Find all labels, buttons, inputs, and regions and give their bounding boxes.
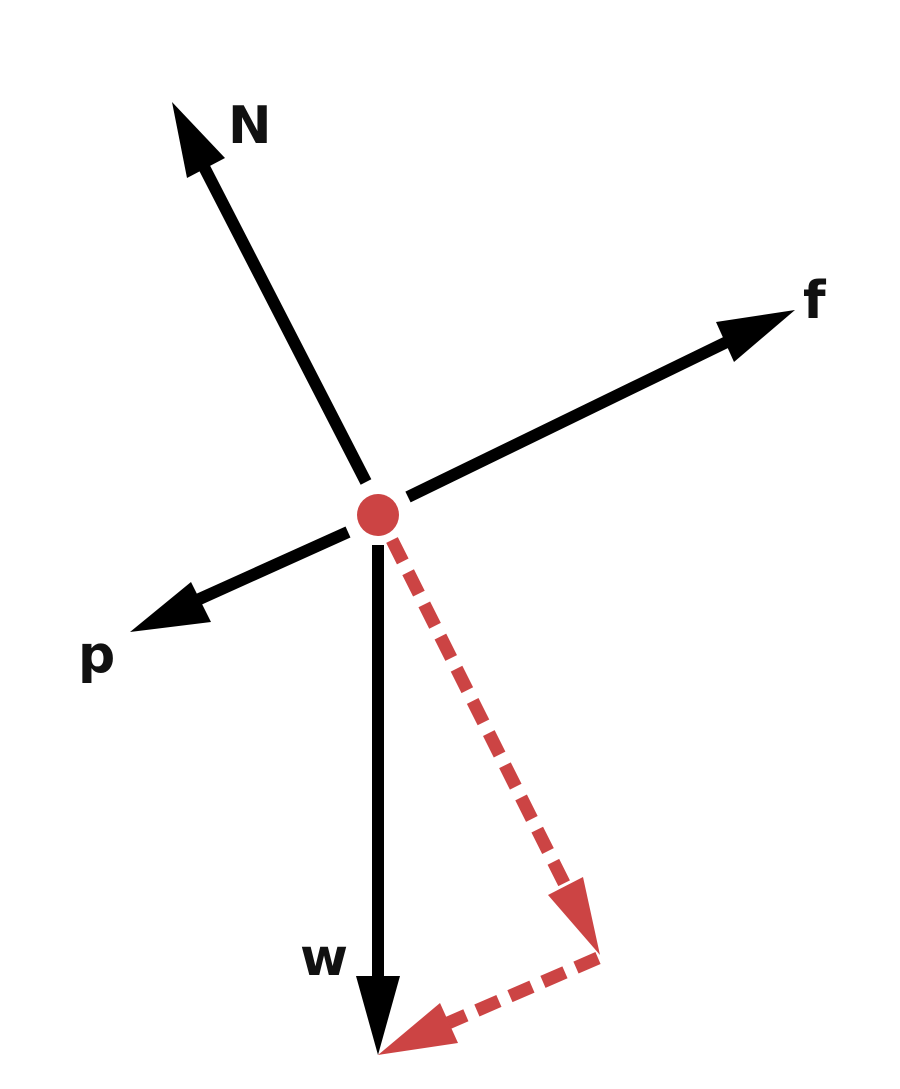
normal-force-vector: [172, 102, 372, 485]
normal-force-label: N: [228, 96, 272, 156]
friction-force-label: f: [803, 271, 827, 331]
weight-parallel-component-vector: [386, 537, 600, 955]
weight-force-label: w: [300, 928, 348, 988]
weight-force-vector: [356, 545, 400, 1055]
weight-perpendicular-component-vector: [378, 952, 601, 1055]
friction-force-vector: [405, 310, 795, 503]
push-force-vector: [130, 526, 351, 632]
point-mass-dot: [357, 494, 399, 536]
push-force-label: p: [78, 625, 115, 685]
